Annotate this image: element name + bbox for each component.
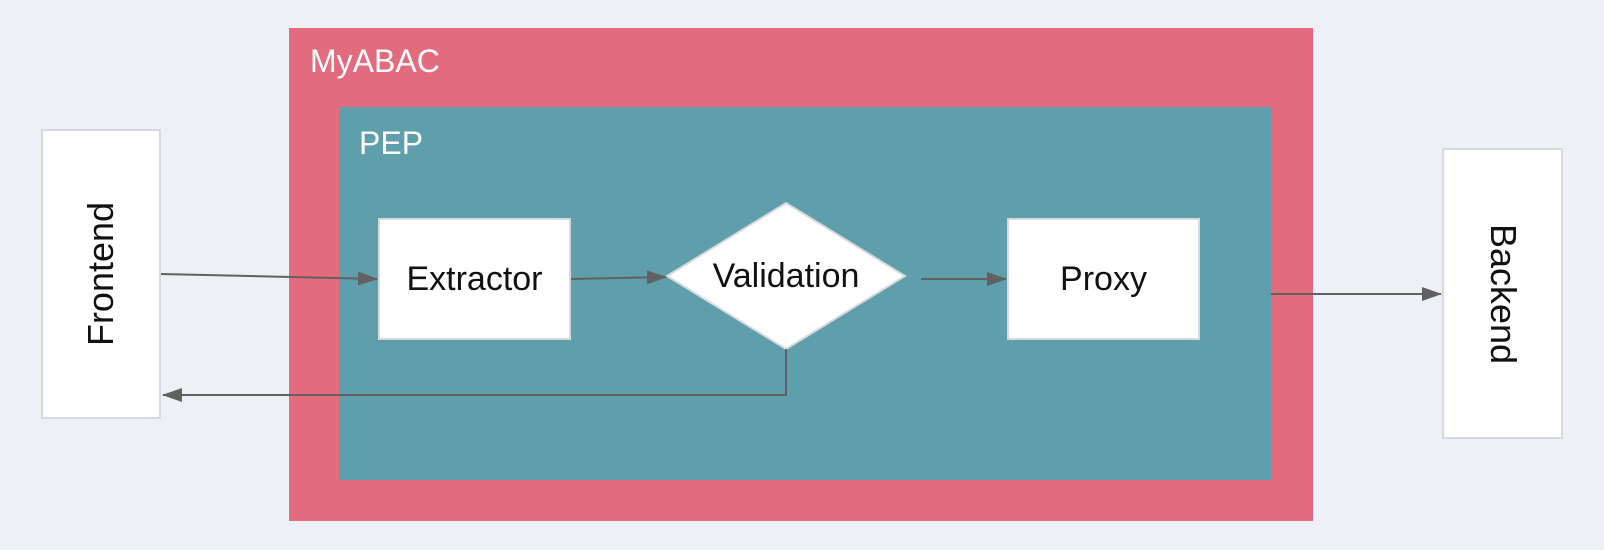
backend-node: Backend bbox=[1442, 148, 1563, 439]
edge-frontend-extractor bbox=[160, 271, 378, 286]
proxy-label: Proxy bbox=[1060, 259, 1147, 298]
pep-label: PEP bbox=[359, 125, 424, 161]
extractor-label: Extractor bbox=[406, 259, 543, 298]
edge-extractor-validation bbox=[570, 270, 667, 285]
edge-validation-frontend bbox=[162, 349, 787, 402]
frontend-node: Frontend bbox=[41, 129, 161, 419]
validation-label: Validation bbox=[712, 256, 860, 295]
myabac-label: MyABAC bbox=[310, 43, 440, 79]
proxy-node: Proxy bbox=[1007, 218, 1200, 340]
extractor-node: Extractor bbox=[378, 218, 571, 340]
